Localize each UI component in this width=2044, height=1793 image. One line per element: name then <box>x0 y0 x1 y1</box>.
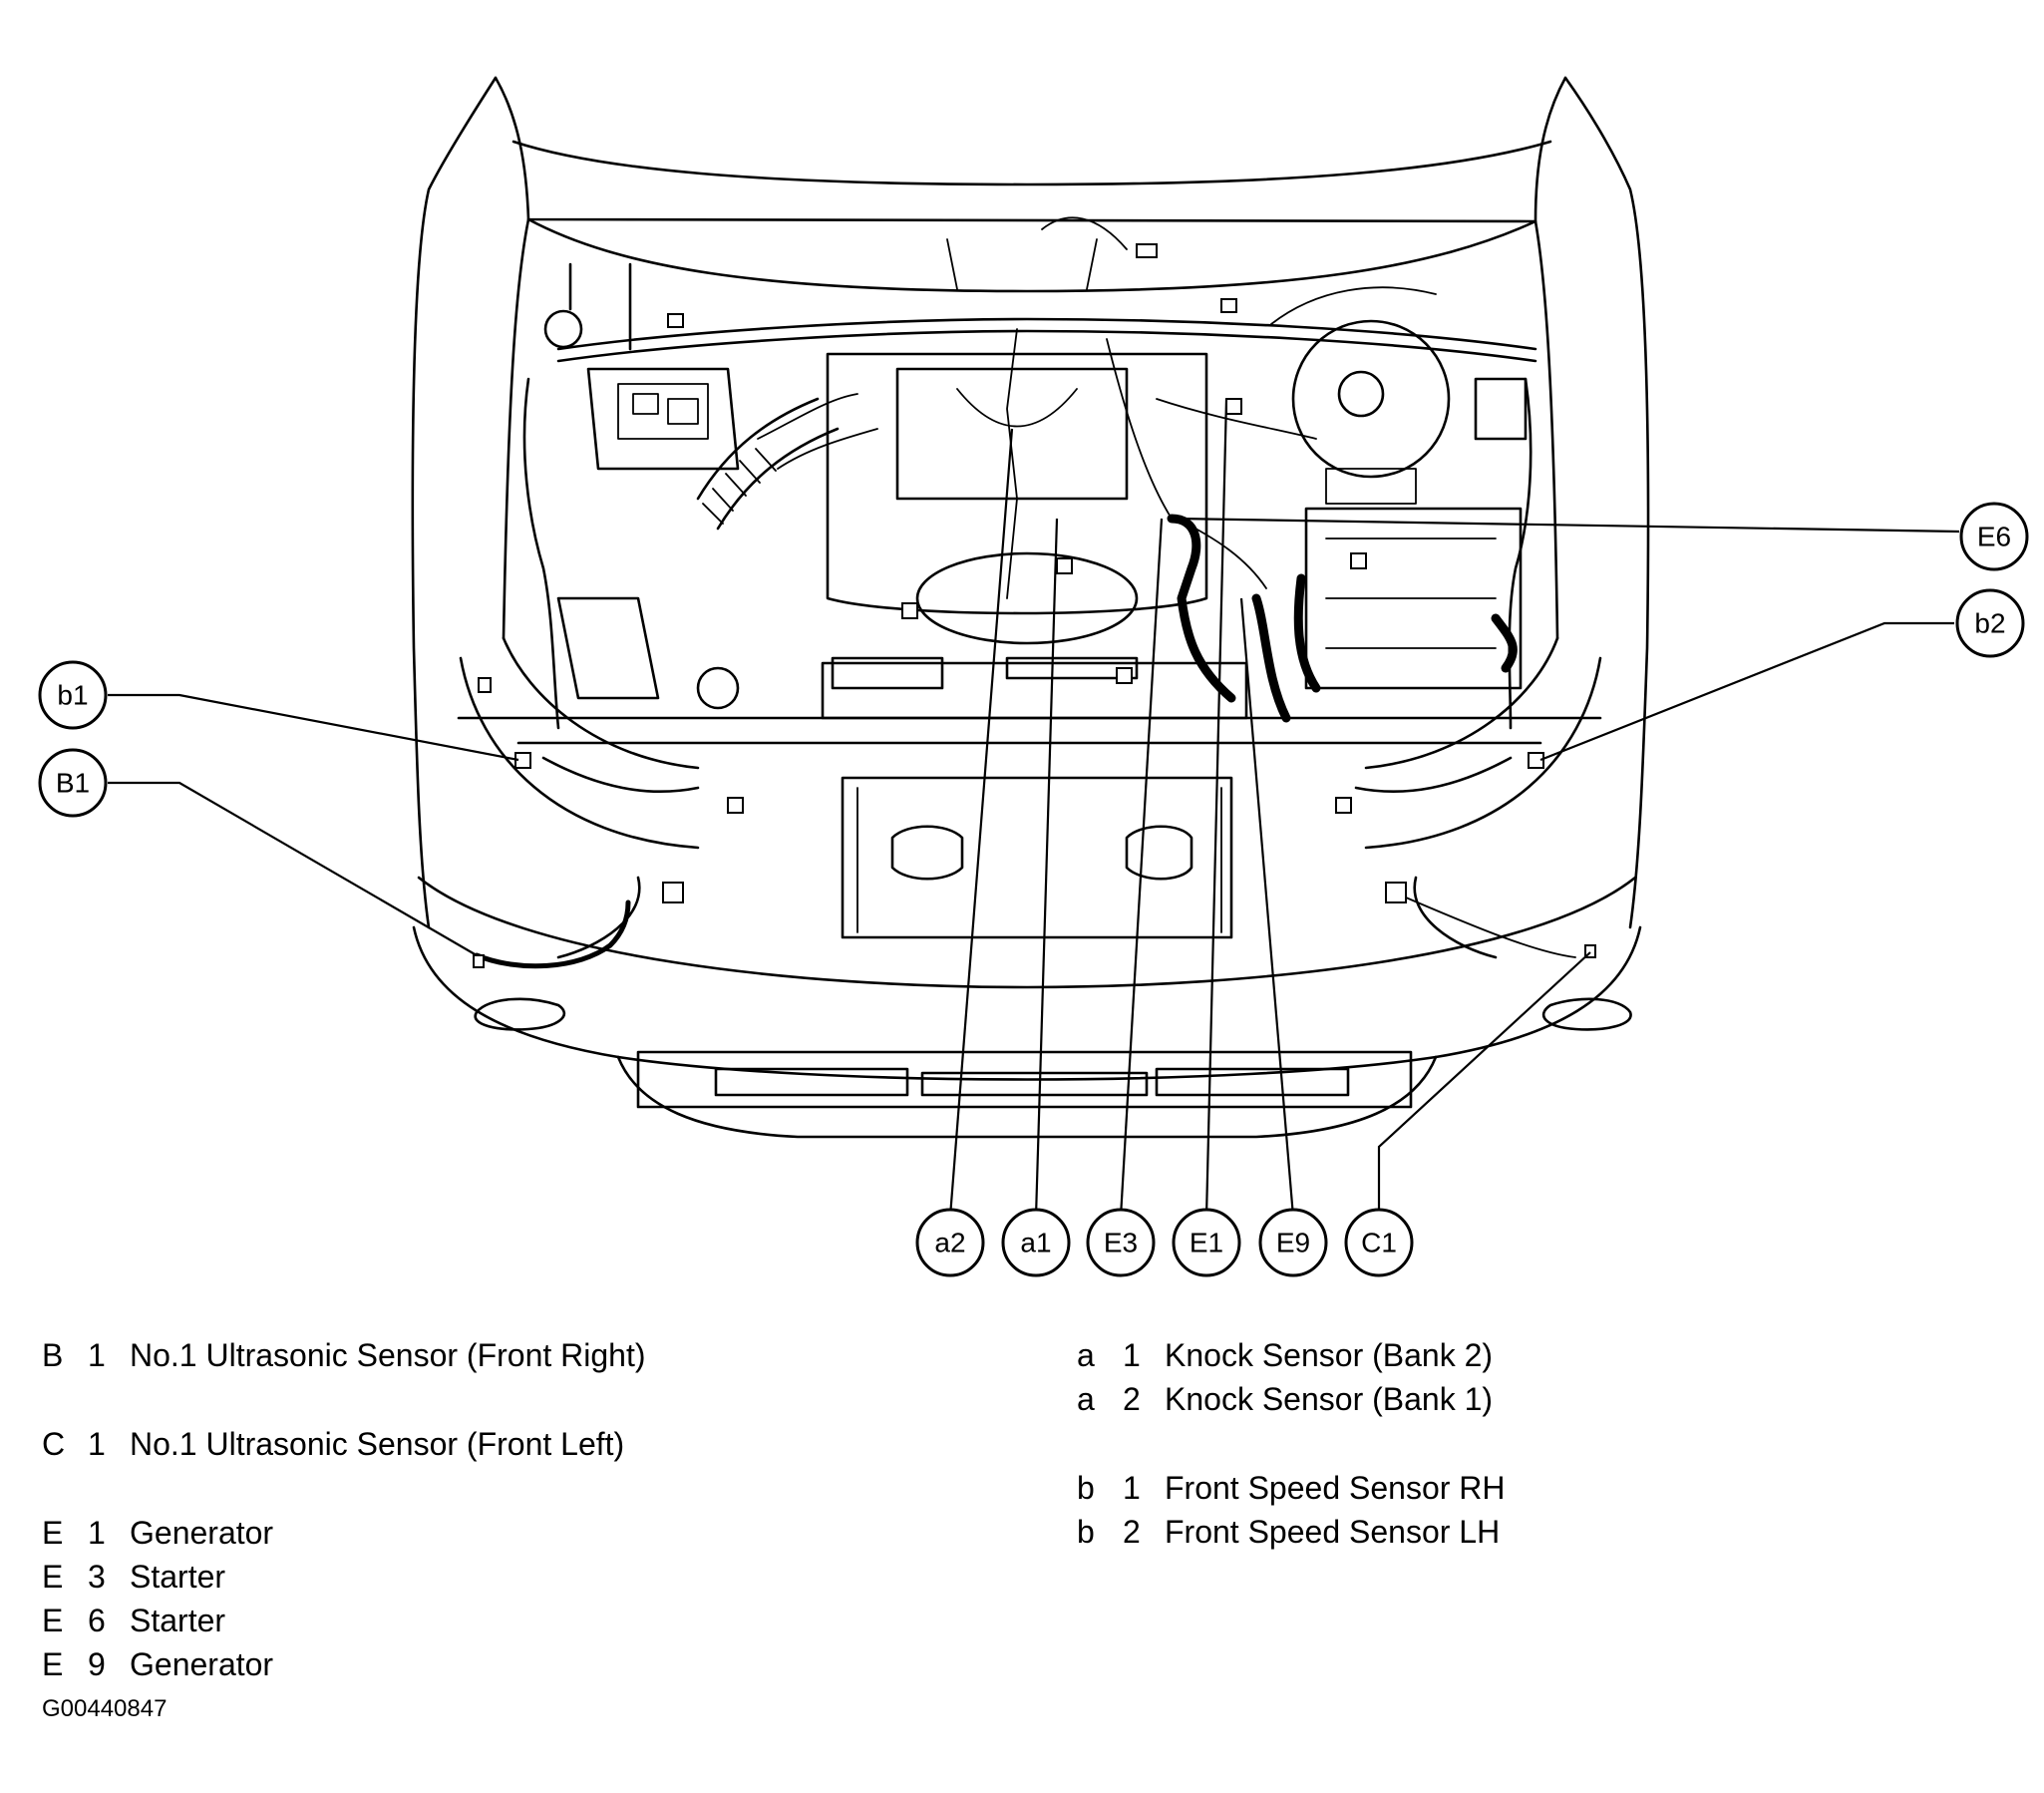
legend-name: Starter <box>130 1603 226 1638</box>
leader-E3 <box>1119 518 1164 1218</box>
callout-E9-label: E9 <box>1276 1228 1310 1258</box>
leader-E9 <box>1239 597 1295 1218</box>
callout-B1-label: B1 <box>56 768 90 799</box>
leader-a2 <box>948 428 1014 1218</box>
callout-E9: E9 <box>1258 1208 1328 1277</box>
legend-letter: b <box>1077 1470 1095 1506</box>
legend-number: 1 <box>88 1337 106 1373</box>
leader-b1 <box>108 693 519 762</box>
legend-letter: B <box>42 1337 64 1373</box>
legend-letter: E <box>42 1646 64 1682</box>
legend-number: 9 <box>88 1646 106 1682</box>
legend-letter: E <box>42 1559 64 1595</box>
legend-name: No.1 Ultrasonic Sensor (Front Left) <box>130 1426 625 1462</box>
callout-E6: E6 <box>1959 502 2029 571</box>
vehicle-body-outline <box>411 76 1650 1139</box>
callout-b2-label: b2 <box>1974 608 2005 639</box>
legend-number: 1 <box>1123 1470 1141 1506</box>
legend-name: Knock Sensor (Bank 1) <box>1165 1381 1494 1417</box>
legend-name: Generator <box>130 1515 274 1551</box>
wire-harness <box>473 216 1596 969</box>
legend-name: Generator <box>130 1646 274 1682</box>
engine-components <box>543 262 1528 723</box>
figure-id: G00440847 <box>42 1695 168 1722</box>
legend-letter: a <box>1077 1337 1095 1373</box>
callout-a2-label: a2 <box>934 1228 965 1258</box>
legend-name: Knock Sensor (Bank 2) <box>1165 1337 1494 1373</box>
legend-letter: E <box>42 1603 64 1638</box>
leader-a1 <box>1034 518 1059 1218</box>
legend-number: 1 <box>88 1515 106 1551</box>
legend-name: Starter <box>130 1559 226 1595</box>
callout-E3-label: E3 <box>1104 1228 1138 1258</box>
legend-name: No.1 Ultrasonic Sensor (Front Right) <box>130 1337 646 1373</box>
leader-B1 <box>108 781 478 956</box>
callout-C1-label: C1 <box>1361 1228 1397 1258</box>
callout-a2: a2 <box>915 1208 985 1277</box>
leader-b2 <box>1539 621 1954 762</box>
legend-number: 2 <box>1123 1514 1141 1550</box>
legend-number: 3 <box>88 1559 106 1595</box>
legend-number: 1 <box>88 1426 106 1462</box>
callout-E3: E3 <box>1086 1208 1156 1277</box>
legend-letter: b <box>1077 1514 1095 1550</box>
callout-a1: a1 <box>1001 1208 1071 1277</box>
legend-number: 1 <box>1123 1337 1141 1373</box>
legend-name: Front Speed Sensor LH <box>1165 1514 1501 1550</box>
legend-letter: a <box>1077 1381 1095 1417</box>
callout-b1-label: b1 <box>57 680 88 711</box>
legend-letter: E <box>42 1515 64 1551</box>
callout-b1: b1 <box>38 660 108 730</box>
callout-E6-label: E6 <box>1977 522 2011 552</box>
callout-C1: C1 <box>1344 1208 1414 1277</box>
legend-number: 6 <box>88 1603 106 1638</box>
callout-b2: b2 <box>1955 588 2025 658</box>
leader-E1 <box>1204 398 1228 1218</box>
callout-a1-label: a1 <box>1020 1228 1051 1258</box>
leader-lines <box>108 398 1960 1218</box>
legend-number: 2 <box>1123 1381 1141 1417</box>
callout-E1-label: E1 <box>1190 1228 1223 1258</box>
callout-B1: B1 <box>38 748 108 818</box>
leader-C1 <box>1377 951 1591 1217</box>
callout-E1: E1 <box>1172 1208 1241 1277</box>
leader-E6 <box>1176 517 1960 534</box>
legend-letter: C <box>42 1426 66 1462</box>
legend-name: Front Speed Sensor RH <box>1165 1470 1506 1506</box>
